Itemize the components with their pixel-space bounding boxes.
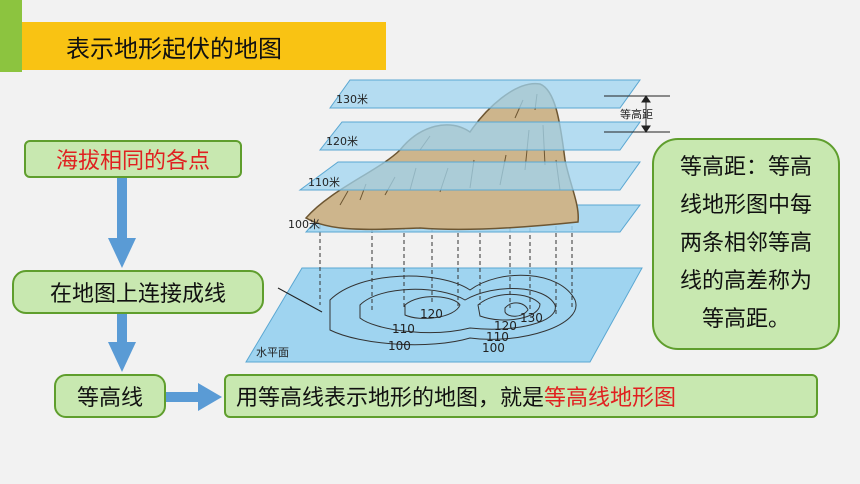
step-contour-lines: 等高线 — [54, 374, 166, 418]
contour-120-a — [404, 296, 461, 319]
definition-box: 等高距：等高 线地形图中每 两条相邻等高 线的高差称为 等高距。 — [652, 138, 840, 350]
page-title-text: 表示地形起伏的地图 — [66, 34, 282, 63]
result-prefix: 用等高线表示地形的地图，就是 — [236, 386, 545, 411]
plane-label-100: 100米 — [288, 218, 320, 231]
result-highlight: 等高线地形图 — [544, 386, 677, 411]
contour-label-a-100: 100 — [388, 339, 411, 353]
contour-120-b — [477, 293, 541, 321]
result-box: 用等高线表示地形的地图，就是等高线地形图 — [224, 374, 818, 418]
plane-label-130: 130米 — [336, 93, 368, 106]
interval-label: 等高距 — [620, 107, 653, 121]
arrow-down-1-shaft — [117, 178, 127, 240]
plane-label-120: 120米 — [326, 135, 358, 148]
step-same-elevation-points: 海拔相同的各点 — [24, 140, 242, 178]
contour-label-b-130: 130 — [520, 311, 543, 325]
upper-planes — [298, 79, 641, 191]
plane-110 — [298, 161, 641, 191]
contour-110 — [359, 288, 556, 333]
contour-label-b-110: 110 — [486, 330, 509, 344]
arrow-right-head — [198, 383, 222, 411]
plane-120 — [318, 121, 641, 151]
contour-label-b-100: 100 — [482, 341, 505, 355]
arrow-down-1-head — [108, 238, 136, 268]
title-accent-bar — [0, 0, 22, 72]
interval-indicator — [604, 95, 670, 133]
base-plane-label: 水平面 — [256, 346, 289, 359]
contour-100 — [329, 274, 577, 346]
step3-text: 等高线 — [76, 386, 143, 411]
contour-label-a-120: 120 — [420, 307, 443, 321]
plane-label-110: 110米 — [308, 176, 340, 189]
step1-text: 海拔相同的各点 — [55, 149, 210, 174]
page-title: 表示地形起伏的地图 — [22, 22, 386, 70]
definition-text: 等高距：等高 线地形图中每 两条相邻等高 线的高差称为 等高距。 — [679, 155, 812, 332]
contour-label-b-120: 120 — [494, 319, 517, 333]
plane-130 — [329, 79, 641, 109]
base-plane — [245, 267, 643, 363]
pointer-line — [277, 287, 323, 313]
arrow-right-shaft — [166, 392, 200, 402]
base-contours — [329, 274, 577, 346]
contour-label-a-110: 110 — [392, 322, 415, 336]
arrow-down-2-head — [108, 342, 136, 372]
step-connect-lines: 在地图上连接成线 — [12, 270, 264, 314]
arrow-down-2-shaft — [117, 314, 127, 344]
flow-arrows — [108, 178, 222, 411]
contour-130 — [504, 302, 529, 317]
step2-text: 在地图上连接成线 — [49, 282, 226, 307]
